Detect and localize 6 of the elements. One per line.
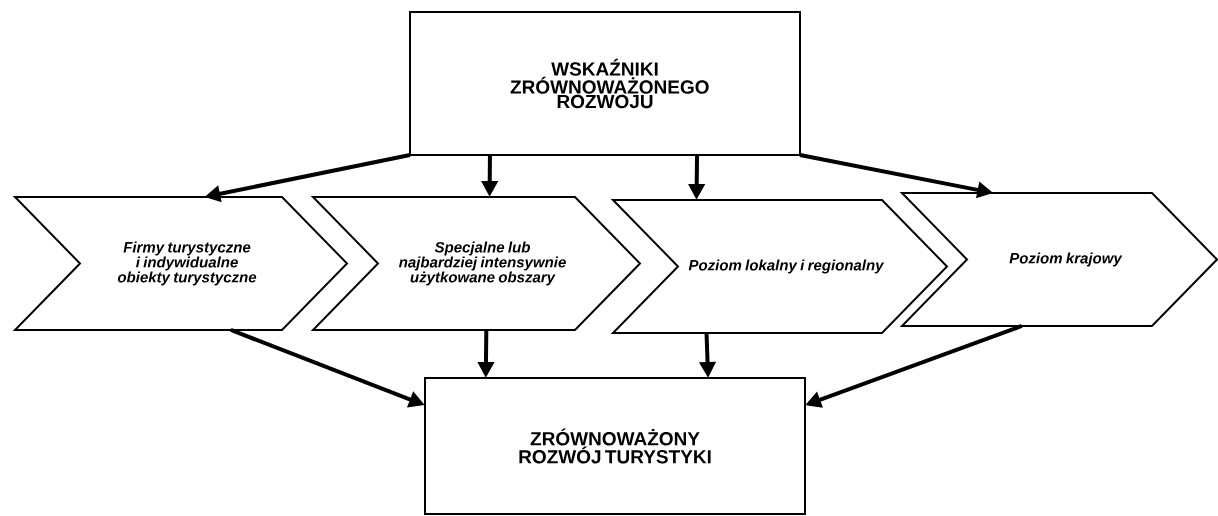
chevron-box: Firmy turystyczne i indywidualne obiekty turystyczne: [12, 196, 349, 331]
chevron-box: Specjalne lub najbardziej intensywnie użytkowane obszary: [310, 196, 642, 331]
chevron-box: Poziom krajowy: [899, 192, 1218, 327]
text-box: ZRÓWNOWAŻONY ROZWÓJ TURYSTYKI: [424, 377, 806, 515]
chevron-box: Poziom lokalny i regionalny: [610, 199, 949, 334]
text-box: WSKAŹNIKI ZRÓWNOWAŻONEGO ROZWOJU: [409, 11, 801, 156]
